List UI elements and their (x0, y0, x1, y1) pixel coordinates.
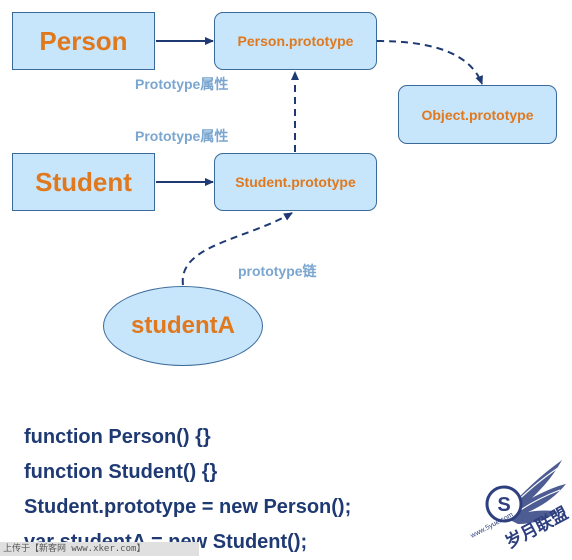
person-box: Person (12, 12, 155, 70)
code-block: function Person() {} function Student() … (24, 420, 351, 560)
object-prototype-box: Object.prototype (398, 85, 557, 144)
arrow-person-proto-to-object-proto (376, 40, 483, 85)
person-prototype-box: Person.prototype (214, 12, 377, 70)
label-prototype-chain: prototype链 (238, 263, 317, 279)
svg-text:S: S (497, 494, 510, 516)
code-line-1: function Person() {} (24, 426, 211, 448)
upload-watermark: 上传于【新客网 www.xker.com】 (0, 542, 199, 556)
label-prototype-attr-2: Prototype属性 (135, 128, 229, 144)
code-line-3: Student.prototype = new Person(); (24, 496, 352, 518)
label-prototype-attr-1: Prototype属性 (135, 76, 229, 92)
arrow-studenta-to-student-proto (181, 212, 293, 286)
wing-logo-icon: S www.5yue.com (469, 460, 566, 540)
code-line-2: function Student() {} (24, 461, 218, 483)
studenta-ellipse: studentA (103, 286, 263, 366)
student-prototype-box: Student.prototype (214, 153, 377, 211)
student-box: Student (12, 153, 155, 211)
